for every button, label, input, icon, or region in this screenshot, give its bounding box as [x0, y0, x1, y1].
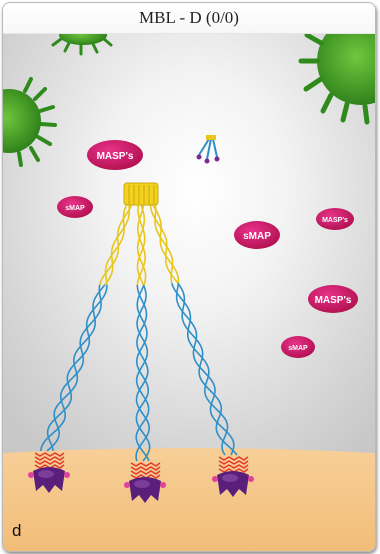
masps-bubble-left: MASP's: [87, 140, 143, 170]
masps-label-right: MASP's: [315, 295, 352, 306]
masps-label-left: MASP's: [97, 151, 134, 162]
masps-bubble-right: MASP's: [308, 285, 358, 313]
collagen-strand-blue: [47, 285, 105, 451]
smap-bubble-left: sMAP: [57, 196, 93, 218]
smap-bubble-right: sMAP: [281, 336, 315, 358]
mbl-collagen-strands: [41, 205, 237, 461]
collagen-strand-blue: [48, 285, 107, 451]
collagen-strand-yellow: [106, 205, 127, 285]
collagen-strand-blue: [178, 283, 237, 455]
figure-title: MBL - D (0/0): [3, 3, 375, 34]
collagen-strand-yellow: [100, 205, 132, 285]
smap-bubble-center: sMAP: [234, 221, 280, 249]
mbl-n-terminal-head: [124, 183, 158, 205]
masps-label-right-small: MASP's: [322, 217, 348, 224]
pathogen-left-icon: [3, 79, 55, 165]
collagen-strand-yellow: [105, 205, 130, 285]
smap-label-right: sMAP: [288, 345, 308, 352]
masps-bubble-right-small: MASP's: [316, 208, 354, 230]
small-mbl-icon: [197, 135, 220, 164]
collagen-strand-blue: [177, 283, 234, 455]
smap-label-left: sMAP: [65, 205, 85, 212]
panel-letter: d: [12, 521, 21, 541]
smap-label-center: sMAP: [243, 231, 271, 242]
figure-card: MBL - D (0/0): [2, 2, 376, 552]
mbl-diagram: MASP's sMAP sMAP MASP's MASP's sMAP: [3, 3, 375, 551]
